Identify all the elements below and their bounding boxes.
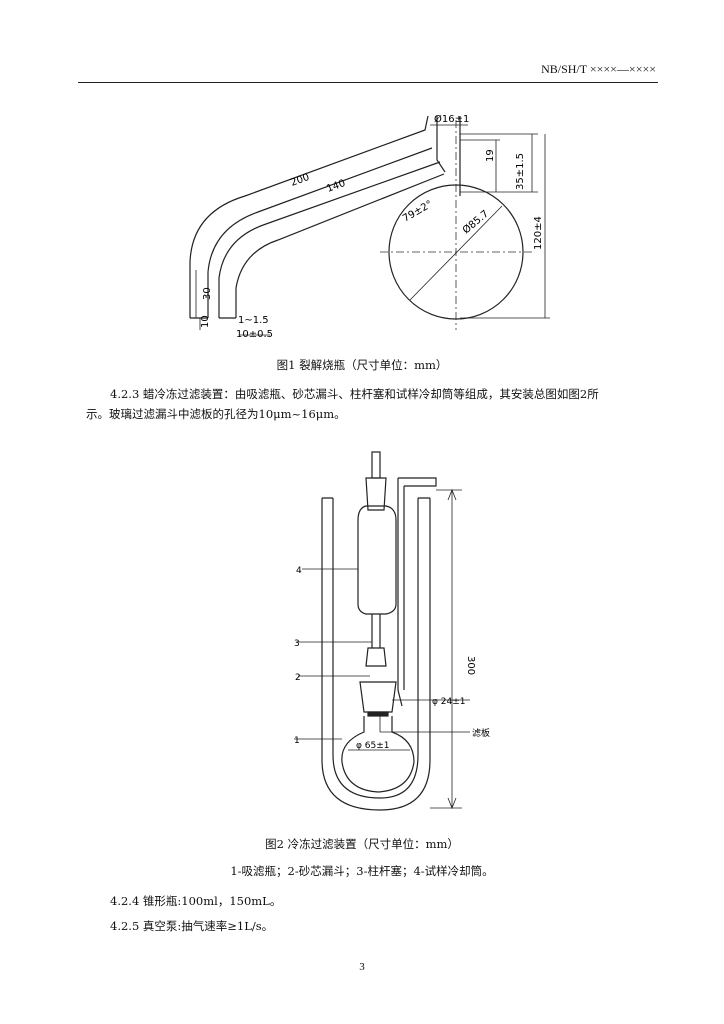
dim-w10: 10±0.5	[236, 329, 273, 340]
dim-angle: 79±2°	[401, 199, 435, 225]
dim-200: 200	[289, 172, 311, 189]
dim-10: 10	[200, 315, 211, 328]
figure-2-caption: 图2 冷冻过滤装置（尺寸单位：mm）	[265, 837, 459, 851]
label-1: 1	[294, 736, 300, 746]
figure-1-cracking-flask: Ø16±1 200 140 19 35±1.5 120±4 79±2° Ø85.…	[189, 113, 550, 340]
document-code-header: NB/SH/T ××××—××××	[541, 62, 656, 76]
dim-d-top: Ø16±1	[434, 113, 469, 125]
label-4: 4	[296, 566, 302, 576]
dim-19: 19	[485, 149, 496, 162]
figure-1-caption: 图1 裂解烧瓶（尺寸单位：mm）	[276, 358, 448, 372]
section-4-2-4: 4.2.4 锥形瓶:100ml，150mL。	[110, 894, 282, 908]
section-4-2-3-line-1: 4.2.3 蜡冷冻过滤装置：由吸滤瓶、砂芯漏斗、柱杆塞和试样冷却筒等组成，其安装…	[110, 387, 599, 401]
dim-300: 300	[465, 656, 476, 675]
label-2: 2	[295, 673, 301, 683]
label-filter-plate: 滤板	[472, 727, 490, 739]
section-4-2-5: 4.2.5 真空泵:抽气速率≥1L/s。	[110, 919, 274, 933]
dim-140: 140	[325, 178, 347, 195]
dim-35: 35±1.5	[515, 153, 526, 190]
dim-d24: φ 24±1	[432, 697, 466, 707]
dim-d65: φ 65±1	[356, 741, 390, 751]
figure-2-filtration-apparatus: 4 3 2 1 φ 24±1 滤板 φ 65±1 300	[294, 451, 490, 811]
dim-gap: 1~1.5	[238, 315, 269, 326]
page-number: 3	[359, 961, 365, 973]
header-rule	[78, 82, 658, 83]
label-3: 3	[294, 639, 300, 649]
dim-120: 120±4	[533, 216, 544, 250]
section-4-2-3-line-2: 示。玻璃过滤漏斗中滤板的孔径为10μm~16μm。	[86, 407, 346, 421]
dim-30: 30	[202, 287, 213, 300]
figure-2-legend: 1-吸滤瓶；2-砂芯漏斗；3-柱杆塞；4-试样冷却筒。	[230, 864, 494, 878]
section-4-2-3: 4.2.3 蜡冷冻过滤装置：由吸滤瓶、砂芯漏斗、柱杆塞和试样冷却筒等组成，其安装…	[86, 384, 646, 424]
